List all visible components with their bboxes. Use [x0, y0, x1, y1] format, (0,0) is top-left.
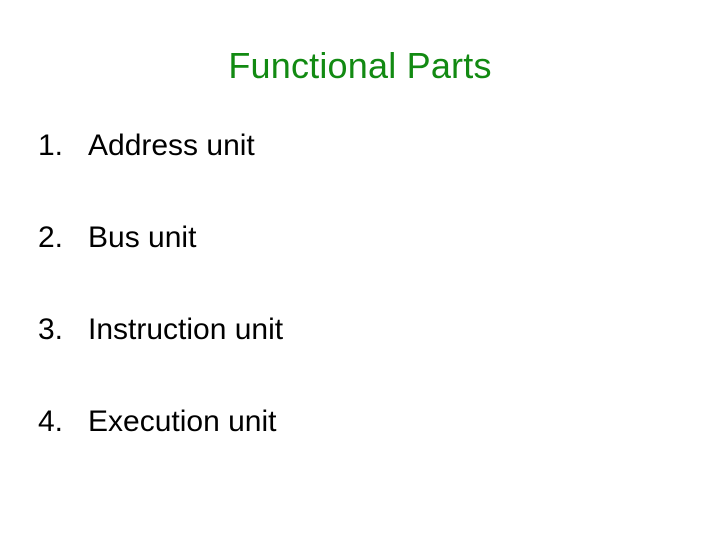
- list-item-number: 4.: [38, 405, 64, 438]
- list-item: 4. Execution unit: [38, 404, 678, 496]
- list-item-number: 3.: [38, 313, 64, 346]
- list-item-label: Address unit: [88, 129, 255, 162]
- list-item-number: 1.: [38, 129, 64, 162]
- functional-parts-list: 1. Address unit 2. Bus unit 3. Instructi…: [38, 128, 678, 496]
- list-item-label: Instruction unit: [88, 313, 284, 346]
- list-item-label: Execution unit: [88, 405, 277, 438]
- page-title: Functional Parts: [228, 45, 492, 86]
- list-item-label: Bus unit: [88, 221, 197, 254]
- list-item-number: 2.: [38, 221, 64, 254]
- list-item: 1. Address unit: [38, 128, 678, 220]
- list-item: 3. Instruction unit: [38, 312, 678, 404]
- list-item: 2. Bus unit: [38, 220, 678, 312]
